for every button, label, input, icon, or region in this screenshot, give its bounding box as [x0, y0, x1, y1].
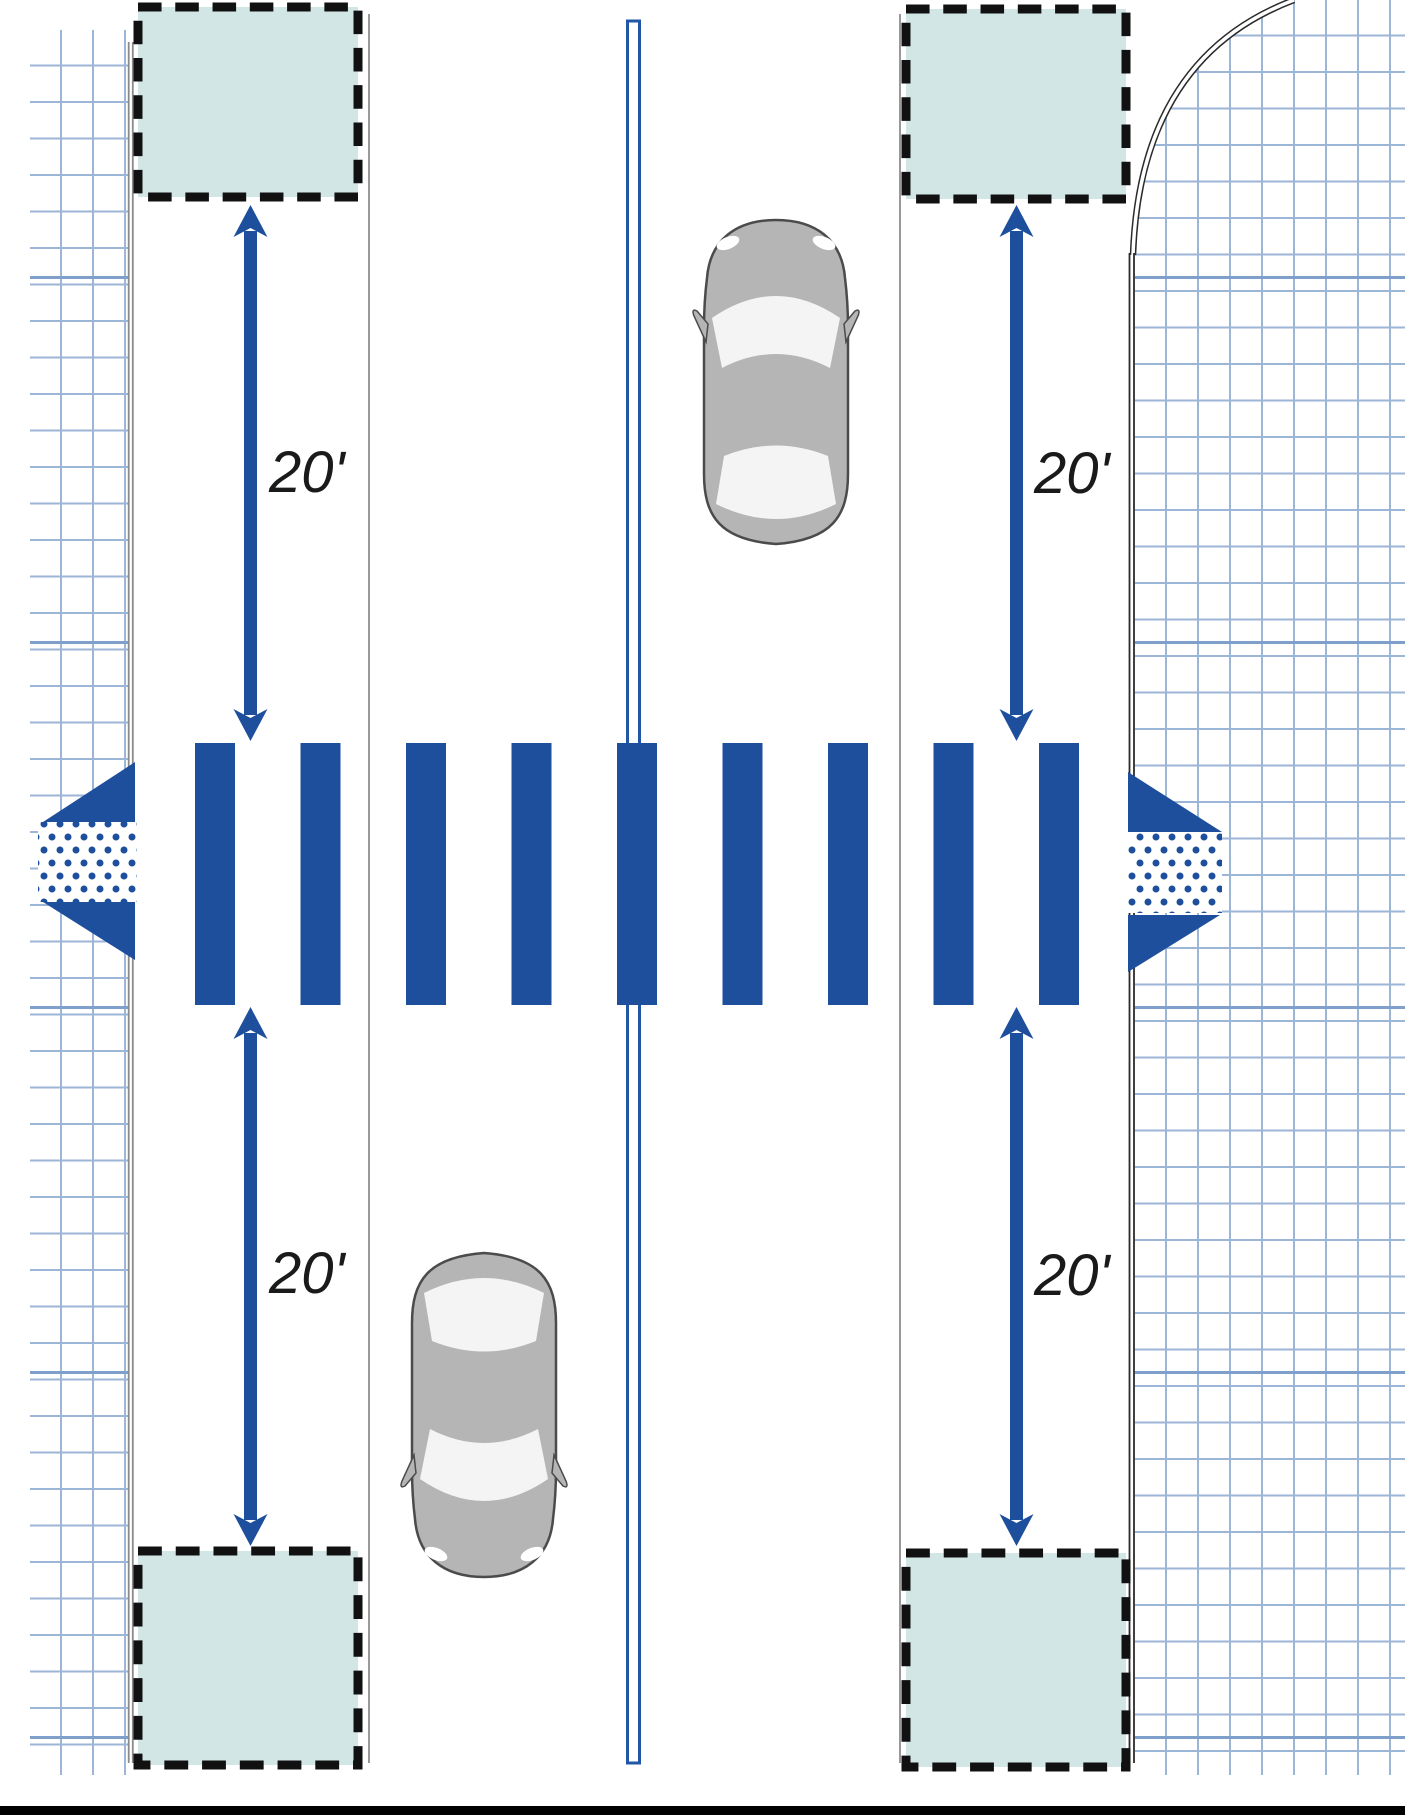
curb-right [1128, 253, 1135, 1763]
car-southbound-icon [399, 1251, 569, 1579]
car-northbound-icon [691, 218, 861, 546]
no-parking-zone-bottom-left [133, 1546, 363, 1770]
crosswalk-bar [828, 743, 868, 1005]
no-parking-zone-top-left [133, 2, 363, 202]
ramp-flare-icon [43, 902, 135, 960]
crosswalk-bar [511, 743, 552, 1005]
crosswalk [195, 743, 1079, 1005]
setback-label-top-left: 20' [269, 440, 345, 505]
crosswalk-bar [722, 743, 763, 1005]
crosswalk-bar [933, 743, 974, 1005]
dimension-arrow-top-left [233, 205, 268, 741]
detectable-warning-right [1128, 832, 1222, 913]
ramp-flare-icon [1128, 772, 1222, 832]
detectable-warning-left [38, 822, 137, 902]
ramp-flare-icon [1128, 915, 1220, 972]
setback-label-top-right: 20' [1034, 441, 1110, 506]
dimension-arrow-bottom-right [999, 1007, 1034, 1546]
setback-label-bottom-right: 20' [1034, 1243, 1110, 1308]
curb-ramp-left [38, 762, 137, 960]
crosswalk-bar [406, 743, 446, 1005]
crosswalk-bar [195, 743, 235, 1005]
crosswalk-bar [300, 743, 341, 1005]
no-parking-zone-top-right [901, 4, 1131, 204]
crosswalk-bar [1039, 743, 1079, 1005]
dimension-arrow-top-right [999, 205, 1034, 741]
bottom-border-bar [0, 1806, 1405, 1815]
no-parking-zone-bottom-right [901, 1548, 1131, 1772]
corner-road-surface [1128, 0, 1294, 255]
curb-return-curve [1129, 0, 1296, 256]
curb-ramp-right [1128, 772, 1222, 972]
dimension-arrow-bottom-left [233, 1007, 268, 1546]
crosswalk-bar [617, 743, 657, 1005]
setback-label-bottom-left: 20' [269, 1241, 345, 1306]
ramp-flare-icon [43, 762, 135, 822]
